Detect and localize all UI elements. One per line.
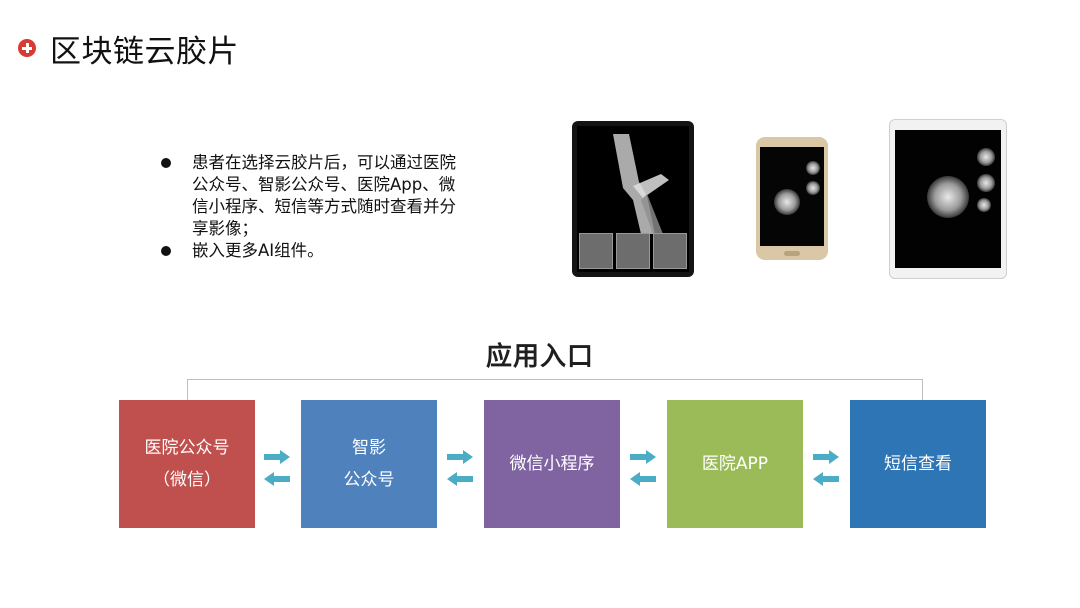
arrow-left-icon xyxy=(264,472,290,486)
entry-box-sms-view: 短信查看 xyxy=(850,400,986,528)
thumbnail xyxy=(653,233,687,269)
bidirectional-arrows-icon xyxy=(264,448,290,488)
bidirectional-arrows-icon xyxy=(813,448,839,488)
bidirectional-arrows-icon xyxy=(630,448,656,488)
tablet-ct-screen xyxy=(895,130,1001,268)
arrow-left-icon xyxy=(447,472,473,486)
bidirectional-arrows-icon xyxy=(447,448,473,488)
entry-box-label: 医院APP xyxy=(702,448,768,480)
ct-scan-thumbnail xyxy=(806,181,820,195)
ct-scan-image xyxy=(774,189,800,215)
entry-box-wechat-mini-program: 微信小程序 xyxy=(484,400,620,528)
xray-screen xyxy=(577,126,689,272)
arrow-right-icon xyxy=(630,450,656,464)
slide-title: 区块链云胶片 xyxy=(50,26,239,71)
entry-box-sublabel: （微信） xyxy=(153,464,221,496)
bullet-item: 嵌入更多AI组件。 xyxy=(158,240,458,262)
thumbnail xyxy=(579,233,613,269)
arrow-right-icon xyxy=(447,450,473,464)
thumbnail-strip xyxy=(579,233,687,269)
phone-device xyxy=(756,137,828,260)
entry-box-label: 微信小程序 xyxy=(510,448,595,480)
phone-ct-screen xyxy=(760,147,824,246)
entry-box-label: 医院公众号 xyxy=(145,432,230,464)
ct-scan-thumbnail xyxy=(977,198,991,212)
thumbnail xyxy=(616,233,650,269)
arrow-right-icon xyxy=(264,450,290,464)
entry-box-sublabel: 公众号 xyxy=(344,464,395,496)
plus-circle-icon xyxy=(18,39,36,57)
entry-box-zhiying-official-account: 智影 公众号 xyxy=(301,400,437,528)
tablet-ct-device xyxy=(889,119,1007,279)
tablet-xray-device xyxy=(572,121,694,277)
bullet-item: 患者在选择云胶片后，可以通过医院公众号、智影公众号、医院App、微信小程序、短信… xyxy=(158,152,458,240)
entry-section-title: 应用入口 xyxy=(0,336,1080,373)
ct-scan-image xyxy=(927,176,969,218)
bullet-list: 患者在选择云胶片后，可以通过医院公众号、智影公众号、医院App、微信小程序、短信… xyxy=(158,152,458,262)
ct-scan-thumbnail xyxy=(977,148,995,166)
arrow-left-icon xyxy=(813,472,839,486)
entry-box-label: 短信查看 xyxy=(884,448,952,480)
arrow-left-icon xyxy=(630,472,656,486)
entry-box-label: 智影 xyxy=(352,432,386,464)
slide-header: 区块链云胶片 xyxy=(18,28,239,68)
entry-box-hospital-official-account: 医院公众号 （微信） xyxy=(119,400,255,528)
ct-scan-thumbnail xyxy=(806,161,820,175)
ct-scan-thumbnail xyxy=(977,174,995,192)
entry-box-hospital-app: 医院APP xyxy=(667,400,803,528)
knee-xray-image xyxy=(603,134,671,234)
arrow-right-icon xyxy=(813,450,839,464)
phone-home-button xyxy=(784,251,800,256)
entry-connector-line xyxy=(187,379,923,401)
